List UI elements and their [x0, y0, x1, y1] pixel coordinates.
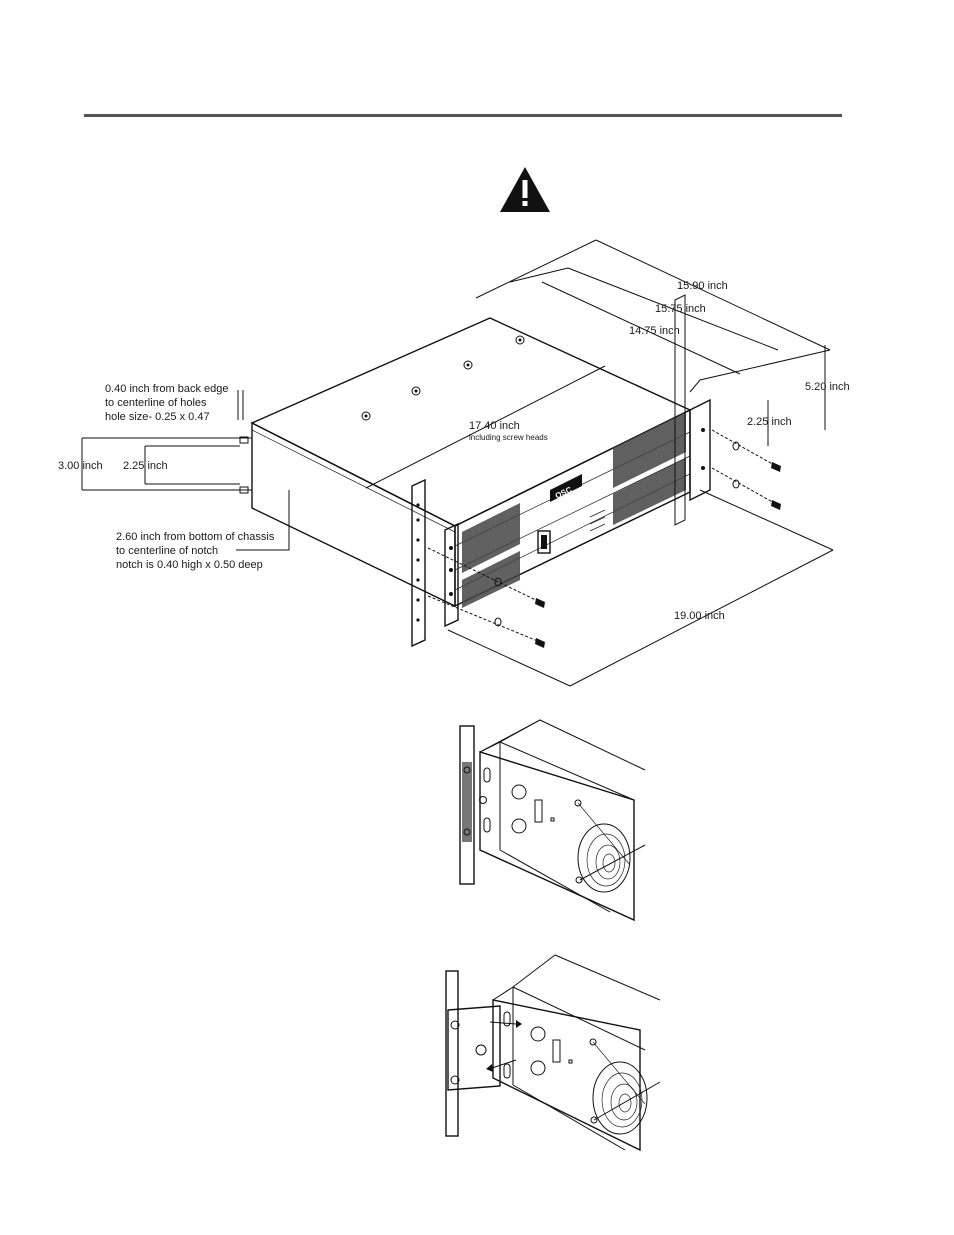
fan-guard-2 — [593, 1042, 660, 1134]
dim-depth-chassis: 14.75 inch — [629, 325, 680, 337]
fan-guard — [578, 803, 645, 892]
top-cover-screws — [362, 336, 524, 420]
dim-depth-ears: 15.75 inch — [655, 303, 706, 315]
dim-rack-width: 19.00 inch — [674, 610, 725, 622]
note-rear-holes-3: hole size- 0.25 x 0.47 — [105, 411, 210, 423]
dim-ear-hole-spacing: 2.25 inch — [747, 416, 792, 428]
dim-width-heads-note: including screw heads — [469, 433, 548, 442]
arrows-in — [486, 1020, 522, 1072]
dim-height-overall: 5.20 inch — [805, 381, 850, 393]
dim-width-heads: 17.40 inch — [469, 420, 520, 432]
note-notch-3: notch is 0.40 high x 0.50 deep — [116, 559, 263, 571]
note-notch-1: 2.60 inch from bottom of chassis — [116, 531, 275, 543]
note-rear-holes-2: to centerline of holes — [105, 397, 207, 409]
dim-depth-overall: 15.90 inch — [677, 280, 728, 292]
front-rack-ear-right — [690, 400, 710, 500]
note-notch-2: to centerline of notch — [116, 545, 218, 557]
note-rear-holes-1: 0.40 inch from back edge — [105, 383, 229, 395]
front-rack-ear-left — [445, 524, 458, 626]
amplifier-chassis: QSC — [240, 318, 690, 608]
qsc-logo: QSC — [550, 474, 582, 502]
dim-rear-hole-spacing: 2.25 inch — [123, 460, 168, 472]
rear-support-detail-1 — [460, 720, 645, 920]
rear-support-detail-2 — [446, 955, 660, 1150]
warning-triangle-icon — [500, 167, 550, 212]
dim-rear-height: 3.00 inch — [58, 460, 103, 472]
